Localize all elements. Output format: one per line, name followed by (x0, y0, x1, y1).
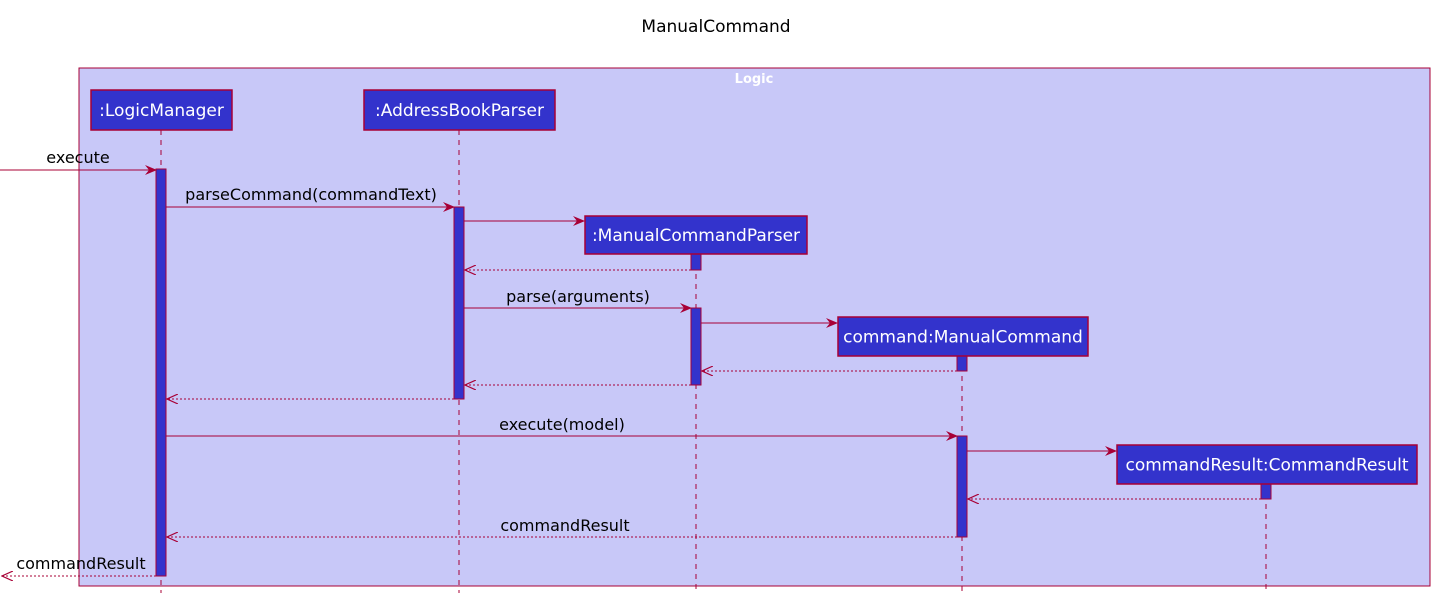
participant-label-mcp: :ManualCommandParser (592, 226, 800, 246)
message-5: parse(arguments) (464, 287, 692, 313)
message-label-1: execute (46, 148, 109, 167)
participants: :LogicManager :AddressBookParser :ManualCo… (90, 89, 1418, 485)
participant-box-mcp (584, 215, 808, 255)
participant-box-mc (837, 316, 1089, 357)
activation-bars (155, 168, 1272, 577)
activation-bar-mcp (690, 253, 702, 271)
activation-bar-mc (956, 435, 968, 538)
message-label-2: parseCommand(commandText) (185, 185, 437, 204)
logic-frame-label: Logic (735, 72, 774, 87)
participant-mc: command:ManualCommand (837, 316, 1089, 357)
participant-label-lm: :LogicManager (99, 101, 224, 121)
participant-box-cr (1116, 444, 1418, 485)
messages: execute parseCommand(commandText) parse(ar… (0, 148, 1261, 576)
participant-box-lm (90, 89, 233, 131)
message-label-14: commandResult (16, 554, 145, 573)
message-label-10: execute(model) (499, 415, 625, 434)
participant-label-abp: :AddressBookParser (375, 101, 544, 121)
activation-bar-cr (1260, 483, 1272, 500)
participant-abp: :AddressBookParser (363, 89, 556, 131)
participant-lm: :LogicManager (90, 89, 233, 131)
activation-bar-mc (956, 355, 968, 372)
message-14: commandResult (2, 554, 156, 576)
message-13: commandResult (167, 516, 957, 537)
logic-frame (78, 67, 1431, 587)
participant-label-mc: command:ManualCommand (843, 328, 1083, 348)
message-10: execute(model) (166, 415, 958, 441)
participant-cr: commandResult:CommandResult (1116, 444, 1418, 485)
message-label-13: commandResult (500, 516, 629, 535)
participant-mcp: :ManualCommandParser (584, 215, 808, 255)
diagram-title: ManualCommand (641, 17, 790, 37)
message-1: execute (0, 148, 157, 175)
message-label-5: parse(arguments) (506, 287, 650, 306)
activation-bar-mcp (690, 307, 702, 386)
participant-label-cr: commandResult:CommandResult (1125, 456, 1408, 476)
activation-bar-abp (453, 206, 465, 400)
message-2: parseCommand(commandText) (166, 185, 455, 212)
activation-bar-lm (155, 168, 167, 577)
participant-box-abp (363, 89, 556, 131)
